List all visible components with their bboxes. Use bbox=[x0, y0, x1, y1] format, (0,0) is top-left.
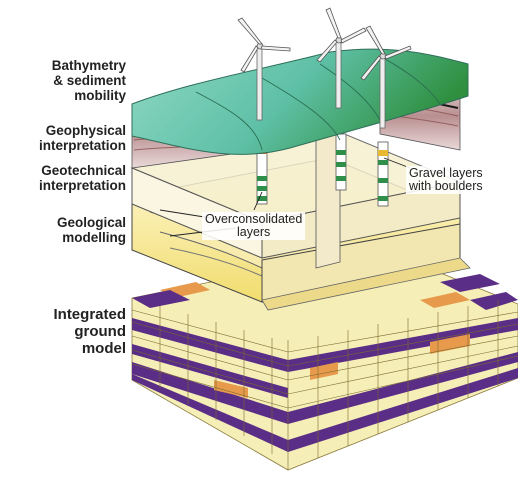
wind-turbine bbox=[316, 7, 367, 109]
label-bathymetry-line2: & sediment bbox=[53, 73, 126, 88]
callout-gravel-line2: with boulders bbox=[409, 179, 483, 193]
label-geological-line2: modelling bbox=[62, 230, 126, 245]
label-bathymetry-line3: mobility bbox=[74, 88, 126, 103]
label-integrated-line2: ground bbox=[74, 323, 126, 340]
wind-turbine bbox=[360, 25, 412, 129]
callout-gravel-line1: Gravel layers bbox=[409, 166, 483, 180]
label-geophysical-line2: interpretation bbox=[38, 138, 126, 153]
integrated-grid-block bbox=[131, 247, 518, 471]
label-geotechnical-line1: Geotechnical bbox=[41, 163, 126, 178]
callout-gravel: Gravel layers with boulders bbox=[406, 166, 486, 194]
label-geophysical: Geophysical interpretation bbox=[39, 123, 126, 153]
label-geological-line1: Geological bbox=[56, 215, 126, 230]
label-integrated-line3: model bbox=[81, 340, 126, 357]
label-geological: Geological modelling bbox=[57, 215, 126, 245]
callout-overconsolidated-line2: layers bbox=[236, 225, 271, 239]
label-geotechnical: Geotechnical interpretation bbox=[39, 163, 126, 193]
callout-overconsolidated-line1: Overconsolidated bbox=[205, 212, 303, 226]
label-geotechnical-line2: interpretation bbox=[38, 178, 126, 193]
label-bathymetry: Bathymetry & sediment mobility bbox=[52, 58, 126, 103]
label-geophysical-line1: Geophysical bbox=[45, 123, 126, 138]
label-bathymetry-line1: Bathymetry bbox=[51, 58, 126, 73]
pile-columns bbox=[256, 129, 389, 269]
callout-overconsolidated: Overconsolidated layers bbox=[202, 212, 306, 240]
label-integrated: Integrated ground model bbox=[53, 306, 126, 357]
wind-turbine bbox=[237, 17, 291, 121]
label-integrated-line1: Integrated bbox=[53, 306, 126, 323]
